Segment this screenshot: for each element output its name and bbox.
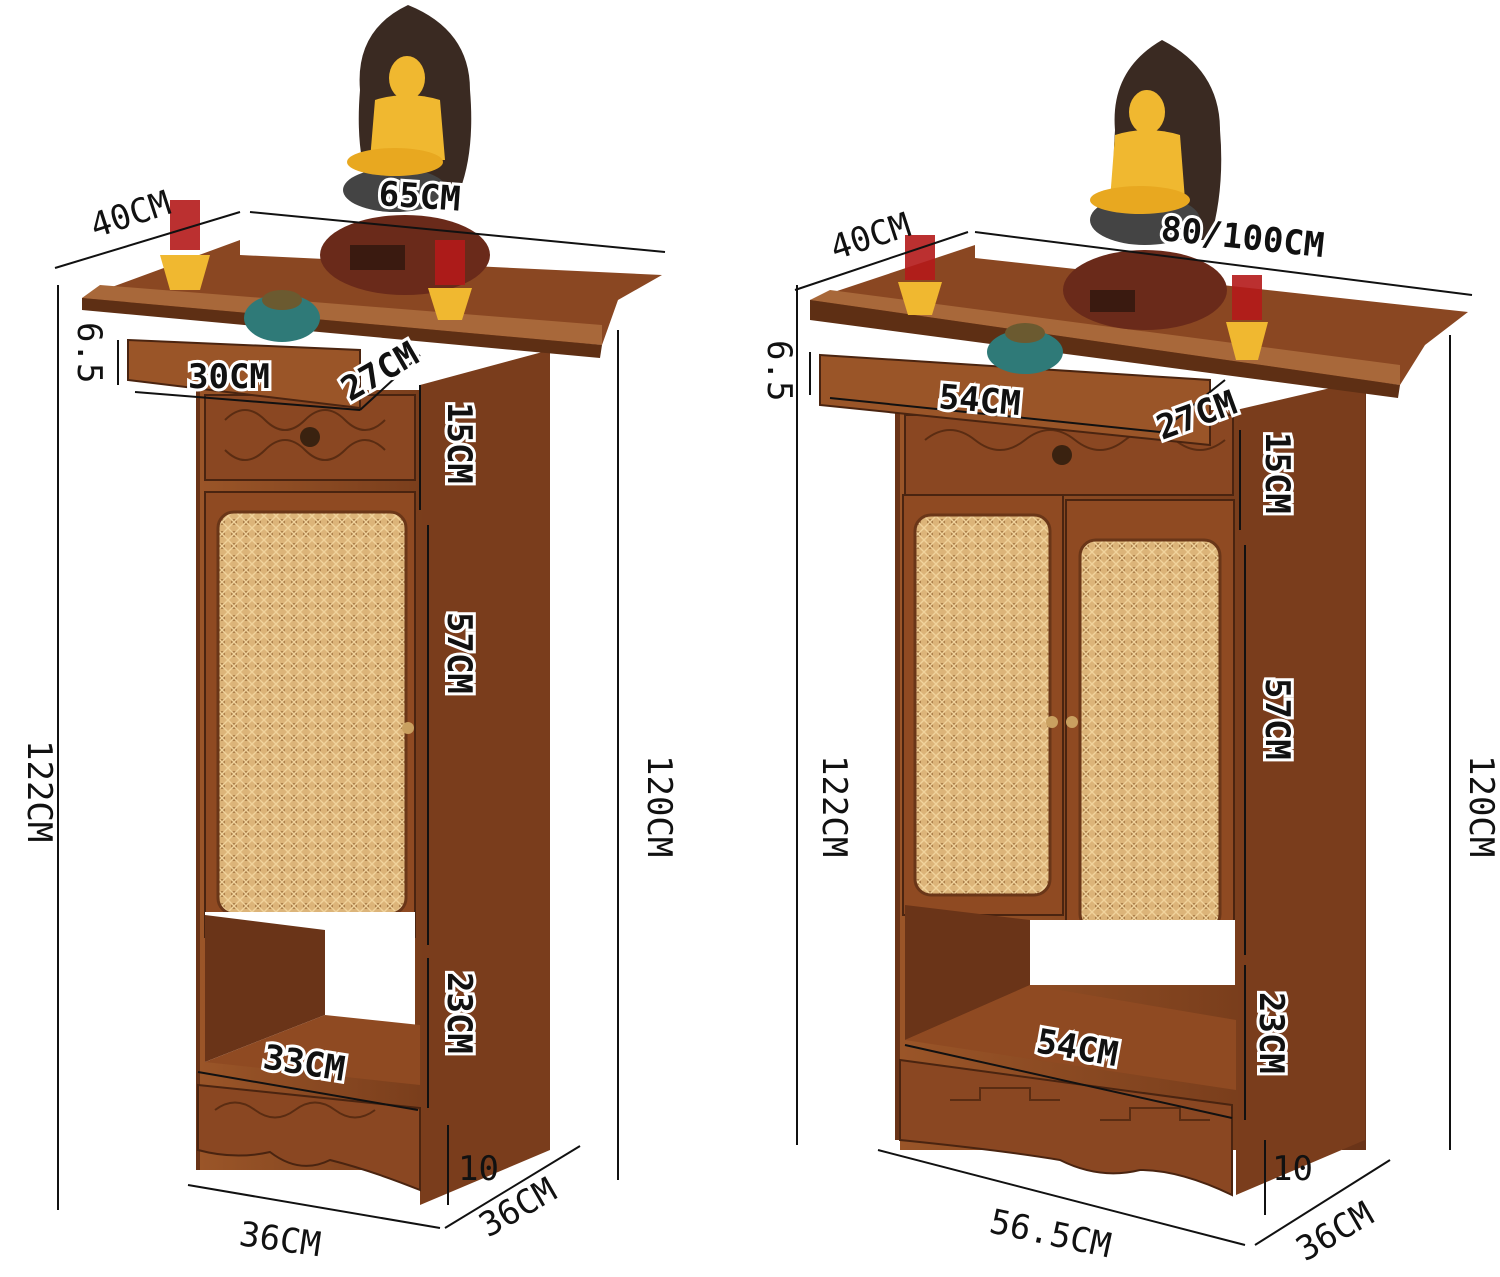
left-drawer-height: 15CM xyxy=(439,402,479,484)
left-base-width: 36CM xyxy=(237,1214,324,1265)
right-height-total: 122CM xyxy=(814,755,854,857)
right-base-depth: 36CM xyxy=(1290,1194,1381,1270)
right-drawer-tray-height: 6.5 xyxy=(759,340,799,401)
candle-right-2 xyxy=(1226,275,1268,360)
right-cabinet xyxy=(810,40,1468,1197)
left-open-height: 23CM xyxy=(439,972,479,1054)
left-drawer-tray-height: 6.5 xyxy=(69,322,109,383)
right-height-body: 120CM xyxy=(1461,755,1500,857)
left-depth-top: 40CM xyxy=(85,183,175,246)
left-cabinet xyxy=(82,5,662,1205)
left-height-body: 120CM xyxy=(639,755,679,857)
right-door-height: 57CM xyxy=(1257,678,1297,760)
right-drawer-height: 15CM xyxy=(1257,432,1297,514)
left-width-top: 65CM xyxy=(377,174,461,220)
right-open-height: 23CM xyxy=(1251,992,1291,1074)
incense-burner-right xyxy=(1063,250,1227,330)
candle-left-1 xyxy=(160,200,210,290)
candle-right-1 xyxy=(898,235,942,315)
left-base-height: 10 xyxy=(458,1149,499,1189)
teal-bowl-right xyxy=(987,323,1063,374)
left-door-height: 57CM xyxy=(439,612,479,694)
dimension-lines-left xyxy=(54,211,666,1229)
right-tray-width: 54CM xyxy=(937,377,1022,424)
dimension-lines-right xyxy=(794,231,1473,1246)
right-depth-top: 40CM xyxy=(825,205,915,268)
right-base-height: 10 xyxy=(1272,1149,1313,1189)
left-tray-width: 30CM xyxy=(188,357,270,397)
teal-bowl-left xyxy=(244,290,320,342)
buddha-statue-right xyxy=(1090,40,1222,245)
candle-left-2 xyxy=(428,240,472,320)
buddha-statue-left xyxy=(343,5,472,212)
right-base-width: 56.5CM xyxy=(986,1202,1114,1267)
left-height-total: 122CM xyxy=(19,740,59,842)
dimension-labels-left: 40CM 65CM 122CM 120CM 6.5 30CM 27CM 15CM… xyxy=(19,171,679,1265)
